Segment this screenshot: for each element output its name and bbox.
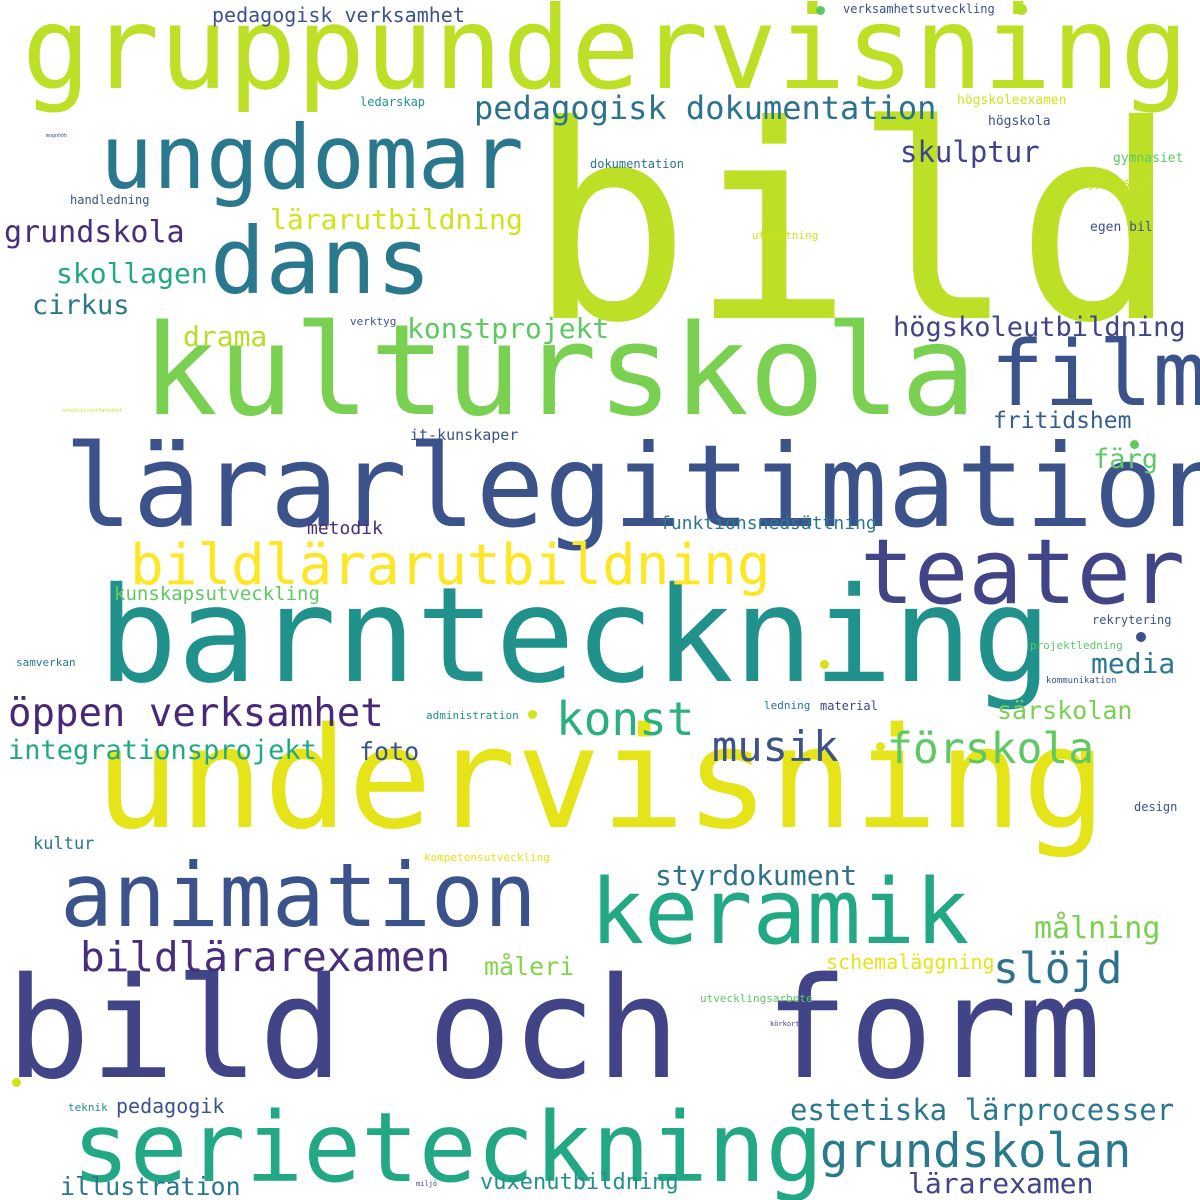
word-hogskoleutbildning: högskoleutbildning: [893, 312, 1186, 343]
word-samverkan: samverkan: [16, 656, 76, 669]
word-miljo: miljö: [416, 1180, 438, 1188]
word-pedagogisk-dokumentation: pedagogisk dokumentation: [474, 89, 937, 127]
word-korkort: körkort: [770, 1020, 800, 1028]
word-it-kunskaper: it-kunskaper: [410, 426, 519, 444]
word-konstprojekt: konstprojekt: [407, 312, 610, 345]
word-bild-och-form: bild och form: [6, 948, 1102, 1111]
word-gymnasiet: gymnasiet: [1113, 151, 1184, 166]
word-oppen-verksamhet: öppen verksamhet: [8, 691, 384, 736]
word-rekrytering: rekrytering: [1092, 613, 1172, 627]
word-kompetensutveckling: kompetensutveckling: [424, 851, 550, 864]
dot-2: [1016, 4, 1027, 15]
word-pedagogisk-verksamhet: pedagogisk verksamhet: [212, 3, 465, 27]
word-integrationsprojekt: integrationsprojekt: [8, 735, 317, 766]
word-gruppundervisning: gruppundervisning: [22, 0, 1189, 115]
word-kommunikation: kommunikation: [1046, 676, 1117, 686]
word-serieteckning: serieteckning: [72, 1092, 824, 1200]
word-pedagogik: pedagogik: [116, 1094, 225, 1118]
word-teknik: teknik: [68, 1101, 108, 1114]
word-media: media: [1091, 647, 1176, 680]
word-drama: drama: [183, 320, 268, 353]
word-grundskola: grundskola: [4, 215, 185, 250]
word-film: film: [990, 322, 1200, 427]
dot-6: [1136, 632, 1146, 642]
word-estetiska-larprocesser: estetiska lärprocesser: [790, 1093, 1175, 1127]
word-keramik: keramik: [590, 860, 970, 965]
word-verktyg: verktyg: [350, 315, 397, 328]
word-ungdomar: ungdomar: [100, 106, 524, 209]
word-ledning: ledning: [764, 699, 811, 712]
word-ledarskap: ledarskap: [360, 95, 426, 109]
word-bildlararutbildning: bildlärarutbildning: [130, 533, 771, 598]
word-konst: konst: [556, 692, 695, 746]
dot-1: [816, 6, 825, 15]
word-material: material: [820, 699, 878, 713]
word-utrustning: utrustning: [752, 229, 819, 242]
word-kunskapsutveckling: kunskapsutveckling: [114, 583, 320, 605]
word-skollagen: skollagen: [56, 257, 208, 290]
word-vuxenutbildning: vuxenutbildning: [480, 1170, 679, 1195]
word-skulptur: skulptur: [900, 135, 1040, 169]
dot-8: [12, 1078, 21, 1087]
word-design: design: [1134, 800, 1178, 814]
word-bildlararexamen: bildlärarexamen: [80, 933, 451, 981]
word-malning: målning: [1034, 911, 1161, 946]
word-arbetslivserfarenhet: arbetslivserfarenhet: [62, 408, 123, 414]
dot-3: [528, 710, 537, 719]
word-forskola: förskola: [887, 724, 1095, 774]
word-mognhoh: mognhöh: [46, 133, 68, 139]
word-utvecklingsarbete: utvecklingsarbete: [700, 992, 813, 1005]
word-foto: foto: [359, 737, 420, 766]
word-undervisning: undervisning: [95, 698, 1107, 861]
word-schemalaggning: schemaläggning: [826, 950, 995, 974]
word-fritidshem: fritidshem: [993, 408, 1132, 434]
word-animation: animation: [60, 844, 537, 947]
word-funktionsnedsattning: funktionsnedsättning: [660, 513, 877, 534]
word-styrdokument: styrdokument: [655, 859, 858, 892]
word-egen-bil: egen bil: [1090, 220, 1153, 235]
dot-5: [820, 660, 829, 669]
word-sarskolan: särskolan: [997, 696, 1133, 725]
word-kultur: kultur: [33, 834, 95, 854]
word-lararexamen: lärarexamen: [908, 1167, 1094, 1200]
word-grundskolan: grundskolan: [820, 1124, 1132, 1179]
word-dans: dans: [210, 208, 432, 315]
word-farg: färg: [1093, 444, 1159, 475]
word-projektledning: projektledning: [1030, 639, 1123, 652]
word-lararutbildning: lärarutbildning: [270, 203, 523, 236]
word-administration: administration: [426, 709, 519, 722]
word-kulturskola: kulturskola: [142, 297, 977, 444]
word-dokumentation: dokumentation: [590, 157, 684, 171]
dot-4: [876, 742, 885, 751]
word-hogskoleexamen: högskoleexamen: [957, 93, 1067, 108]
word-maleri: måleri: [484, 952, 575, 981]
word-verksamhetsutveckling: verksamhetsutveckling: [843, 2, 995, 16]
word-bild: bild: [528, 67, 1179, 382]
word-slojd: slöjd: [993, 944, 1123, 994]
word-handledning: handledning: [70, 193, 150, 207]
word-hogskola: högskola: [988, 114, 1051, 129]
dot-7: [1130, 440, 1139, 449]
word-gymnasium: gymnasium: [1087, 176, 1153, 190]
word-cirkus: cirkus: [32, 290, 130, 321]
word-barnteckning: barnteckning: [98, 559, 1052, 713]
word-illustration: illustration: [60, 1172, 241, 1200]
word-lararlegitimation: lärarlegitimation: [64, 420, 1200, 553]
word-metodik: metodik: [307, 518, 383, 539]
word-teater: teater: [860, 520, 1186, 625]
word-musik: musik: [712, 722, 839, 771]
